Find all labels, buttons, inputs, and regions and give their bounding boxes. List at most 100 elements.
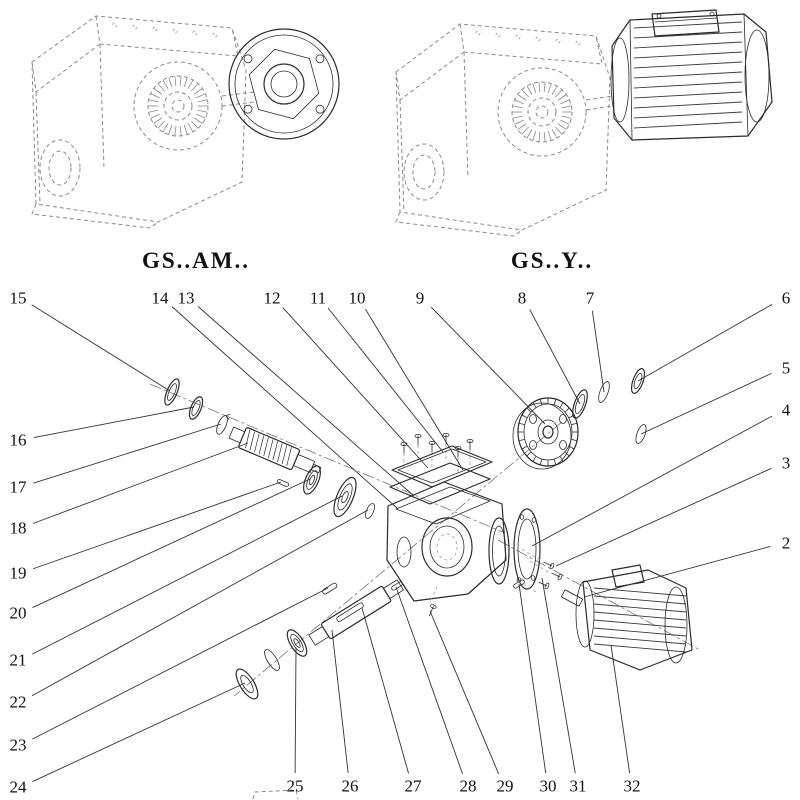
part-number-13: 13	[178, 289, 195, 308]
leader-line-3	[555, 467, 772, 567]
output-shaft	[308, 579, 404, 646]
leader-line-22	[31, 509, 369, 697]
part-number-32: 32	[624, 777, 641, 796]
pin	[276, 479, 290, 487]
part-number-28: 28	[460, 777, 477, 796]
exploded-assembly-illustration	[149, 368, 701, 700]
output-circlip	[264, 649, 280, 671]
leader-line-14	[171, 306, 399, 510]
gear-ring	[572, 389, 588, 419]
gearbox-am-illustration	[31, 15, 340, 229]
leader-line-26	[331, 629, 349, 774]
housing-bolt	[429, 604, 437, 617]
part-number-22: 22	[10, 693, 27, 712]
part-number-25: 25	[287, 777, 304, 796]
leader-line-32	[610, 644, 631, 774]
part-number-18: 18	[10, 519, 27, 538]
shaft-key	[322, 582, 338, 595]
part-number-6: 6	[782, 289, 791, 308]
output-flange-illustration	[228, 28, 340, 140]
leader-line-9	[430, 306, 546, 425]
leader-line-30	[518, 583, 547, 774]
worm-wheel-gear	[512, 397, 579, 470]
output-washer	[235, 668, 259, 700]
leader-line-4	[531, 415, 773, 547]
cutoff-figure-fragment	[252, 789, 299, 800]
leader-line-28	[395, 586, 463, 774]
part-number-30: 30	[540, 777, 557, 796]
leader-line-15	[31, 304, 171, 392]
part-number-21: 21	[10, 651, 27, 670]
circlip	[216, 413, 231, 435]
leader-line-23	[32, 587, 329, 740]
gear-housing	[386, 481, 510, 602]
dowel-pin	[391, 581, 403, 591]
motor-adapter-flange	[513, 508, 541, 590]
leader-line-27	[361, 607, 410, 774]
model-caption-left: GS..AM..	[142, 248, 250, 273]
part-number-9: 9	[416, 289, 425, 308]
worm-shaft	[228, 426, 322, 474]
spacer-ring	[365, 503, 375, 519]
part-number-19: 19	[10, 564, 27, 583]
end-ring	[630, 368, 646, 394]
leader-line-12	[282, 307, 429, 469]
leader-line-21	[32, 495, 343, 655]
motor-bolts	[513, 547, 563, 593]
electric-motor-illustration	[610, 9, 773, 141]
worm-wheel-hatch-left	[148, 76, 208, 136]
leader-line-8	[529, 309, 581, 405]
part-number-23: 23	[10, 736, 27, 755]
motor-fins	[593, 587, 687, 653]
part-number-7: 7	[586, 289, 595, 308]
leader-line-10	[365, 308, 464, 471]
part-number-4: 4	[782, 401, 791, 420]
motor-axis-centerline	[497, 539, 701, 651]
leader-line-19	[32, 481, 282, 570]
gear-teeth	[518, 398, 578, 466]
part-number-31: 31	[570, 777, 587, 796]
leader-line-24	[32, 682, 246, 782]
part-number-24: 24	[10, 778, 28, 797]
leader-line-25	[294, 647, 297, 774]
part-number-11: 11	[310, 289, 326, 308]
leader-line-6	[637, 303, 773, 382]
gearmotor-illustration	[560, 564, 693, 671]
part-number-3: 3	[782, 454, 791, 473]
leader-line-7	[591, 310, 605, 393]
part-number-29: 29	[497, 777, 514, 796]
housing-cover-plate	[389, 445, 493, 505]
part-number-26: 26	[342, 777, 359, 796]
leader-line-16	[33, 406, 195, 439]
part-number-15: 15	[10, 289, 27, 308]
part-number-20: 20	[10, 604, 27, 623]
gear-circlip	[598, 381, 610, 403]
input-bearing	[303, 465, 321, 495]
cover-bolts	[400, 432, 474, 472]
part-number-27: 27	[405, 777, 423, 796]
output-bearing	[286, 629, 308, 657]
part-number-12: 12	[264, 289, 281, 308]
part-number-2: 2	[782, 534, 791, 553]
part-number-8: 8	[518, 289, 527, 308]
part-number-17: 17	[10, 478, 28, 497]
leader-line-2	[583, 545, 771, 598]
leader-line-31	[541, 577, 576, 774]
bushing	[635, 424, 647, 444]
leader-line-20	[32, 478, 311, 608]
washer-disc	[333, 476, 357, 518]
worm-thread-hatch	[244, 429, 292, 466]
gearbox-y-illustration	[395, 9, 773, 237]
leader-line-11	[327, 307, 444, 453]
leader-line-29	[429, 610, 500, 775]
worm-wheel-hatch-right	[512, 82, 572, 142]
part-number-16: 16	[10, 431, 27, 450]
leader-line-13	[197, 306, 415, 497]
leader-line-5	[640, 372, 772, 435]
leader-line-17	[33, 423, 222, 484]
motor-cooling-fins	[633, 21, 743, 129]
model-caption-right: GS..Y..	[511, 248, 593, 273]
